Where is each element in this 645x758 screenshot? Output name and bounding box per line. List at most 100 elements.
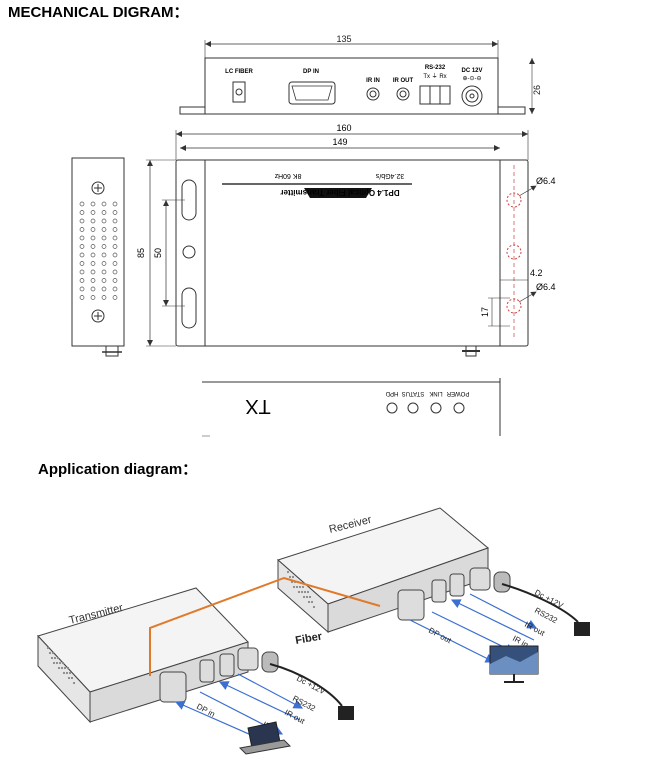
vent-hole — [112, 227, 118, 232]
tx-dc-cable — [269, 663, 343, 707]
vent-hole — [79, 252, 85, 258]
vent-hole — [302, 595, 306, 599]
led-status-label: STATUS — [402, 390, 425, 396]
dc-polarity-label: ⊕-⊙-⊖ — [462, 76, 481, 82]
vent-hole — [63, 666, 67, 670]
vent-hole — [310, 600, 314, 604]
vent-hole — [112, 269, 118, 275]
vent-hole — [79, 244, 85, 249]
rx-connectors — [397, 567, 511, 621]
vent-hole — [79, 286, 85, 292]
vent-hole — [101, 269, 107, 275]
vent-hole — [112, 286, 118, 292]
vent-hole — [300, 590, 304, 594]
rs232-pins-label: Tx ⏚ Rx — [423, 73, 446, 80]
tx-connectors — [159, 647, 279, 703]
vent-hole — [90, 218, 96, 224]
vent-hole — [50, 656, 54, 660]
vent-hole — [79, 235, 85, 241]
label-badge-shape — [304, 188, 372, 198]
vent-hole — [90, 227, 96, 232]
tx-power-adapter — [338, 706, 354, 720]
vent-hole — [79, 278, 85, 283]
vent-hole — [291, 575, 295, 579]
rear-view — [202, 378, 501, 437]
hole-dim-top: Ø6.4 — [536, 176, 556, 186]
vent-hole — [112, 201, 118, 207]
led-hpd-label: HPD — [385, 390, 398, 396]
vent-hole — [67, 676, 71, 680]
vent-hole — [52, 661, 56, 665]
transmitter-vents — [46, 646, 76, 685]
hole-pitch-dim: 17 — [480, 307, 490, 317]
vent-hole — [68, 671, 72, 675]
vent-hole — [101, 201, 107, 207]
vent-hole — [51, 651, 55, 655]
vent-hole — [79, 218, 85, 224]
vent-hole — [112, 252, 118, 258]
vent-hole — [286, 570, 290, 574]
vent-hole — [65, 671, 69, 675]
vent-hole — [112, 235, 118, 241]
product-label: DP1.4 Optical Fiber Transmitter 8K 60Hz … — [274, 172, 404, 197]
vent-hole — [295, 585, 299, 589]
vent-hole — [298, 585, 302, 589]
vent-hole — [79, 295, 85, 300]
vent-hole — [303, 590, 307, 594]
vent-hole — [57, 666, 61, 670]
tx-ir-out-label: IR out — [283, 708, 307, 726]
vent-hole — [101, 252, 107, 258]
transmitter-unit — [37, 587, 249, 724]
rx-dp-label: DP out — [427, 626, 453, 646]
side-height-dim: 85 — [136, 248, 146, 258]
front-view — [179, 40, 535, 115]
vent-hole — [79, 261, 85, 266]
vent-hole — [90, 252, 96, 258]
rs232-label: RS-232 — [425, 65, 446, 71]
receiver-vents — [286, 570, 316, 609]
vent-hole — [62, 671, 66, 675]
rx-dc-cable — [501, 583, 579, 623]
vent-hole — [90, 278, 96, 283]
vent-hole — [60, 666, 64, 670]
vent-hole — [101, 286, 107, 292]
monitor-icon — [489, 645, 539, 683]
receiver-unit — [277, 507, 489, 634]
dp-in-label: DP IN — [303, 69, 319, 75]
led-link-label: LINK — [429, 390, 442, 396]
vent-hole — [90, 269, 96, 275]
rx-ir-out-label: IR out — [523, 620, 547, 638]
vent-hole — [101, 244, 107, 249]
rx-signal-arrows — [409, 593, 538, 663]
vent-hole — [56, 656, 60, 660]
top-view — [146, 130, 537, 357]
vent-hole — [112, 278, 118, 283]
vent-hole — [79, 227, 85, 232]
dc-label: DC 12V — [461, 68, 482, 74]
label-rate: 32.4Gb/s — [375, 172, 404, 179]
vent-hole — [101, 235, 107, 241]
tx-rs232-label: RS232 — [291, 694, 317, 714]
vent-hole — [101, 227, 107, 232]
vent-hole — [90, 235, 96, 241]
vent-hole — [66, 666, 70, 670]
vent-hole — [292, 585, 296, 589]
vent-hole — [308, 595, 312, 599]
fiber-label: Fiber — [294, 630, 323, 647]
vent-hole — [301, 585, 305, 589]
vent-hole — [90, 201, 96, 207]
vent-hole — [53, 656, 57, 660]
vent-hole — [79, 269, 85, 275]
vent-hole — [55, 661, 59, 665]
vent-hole — [90, 210, 96, 215]
vent-hole — [312, 605, 316, 609]
front-height-dim: 26 — [532, 85, 542, 95]
led-power-label: POWER — [446, 390, 469, 396]
vent-hole — [90, 261, 96, 266]
vent-hole — [288, 575, 292, 579]
mechanical-heading: MECHANICAL DIGRAM： — [8, 4, 189, 21]
vent-hole — [90, 295, 96, 300]
vent-hole — [112, 210, 118, 215]
fiber-cable — [149, 576, 381, 676]
